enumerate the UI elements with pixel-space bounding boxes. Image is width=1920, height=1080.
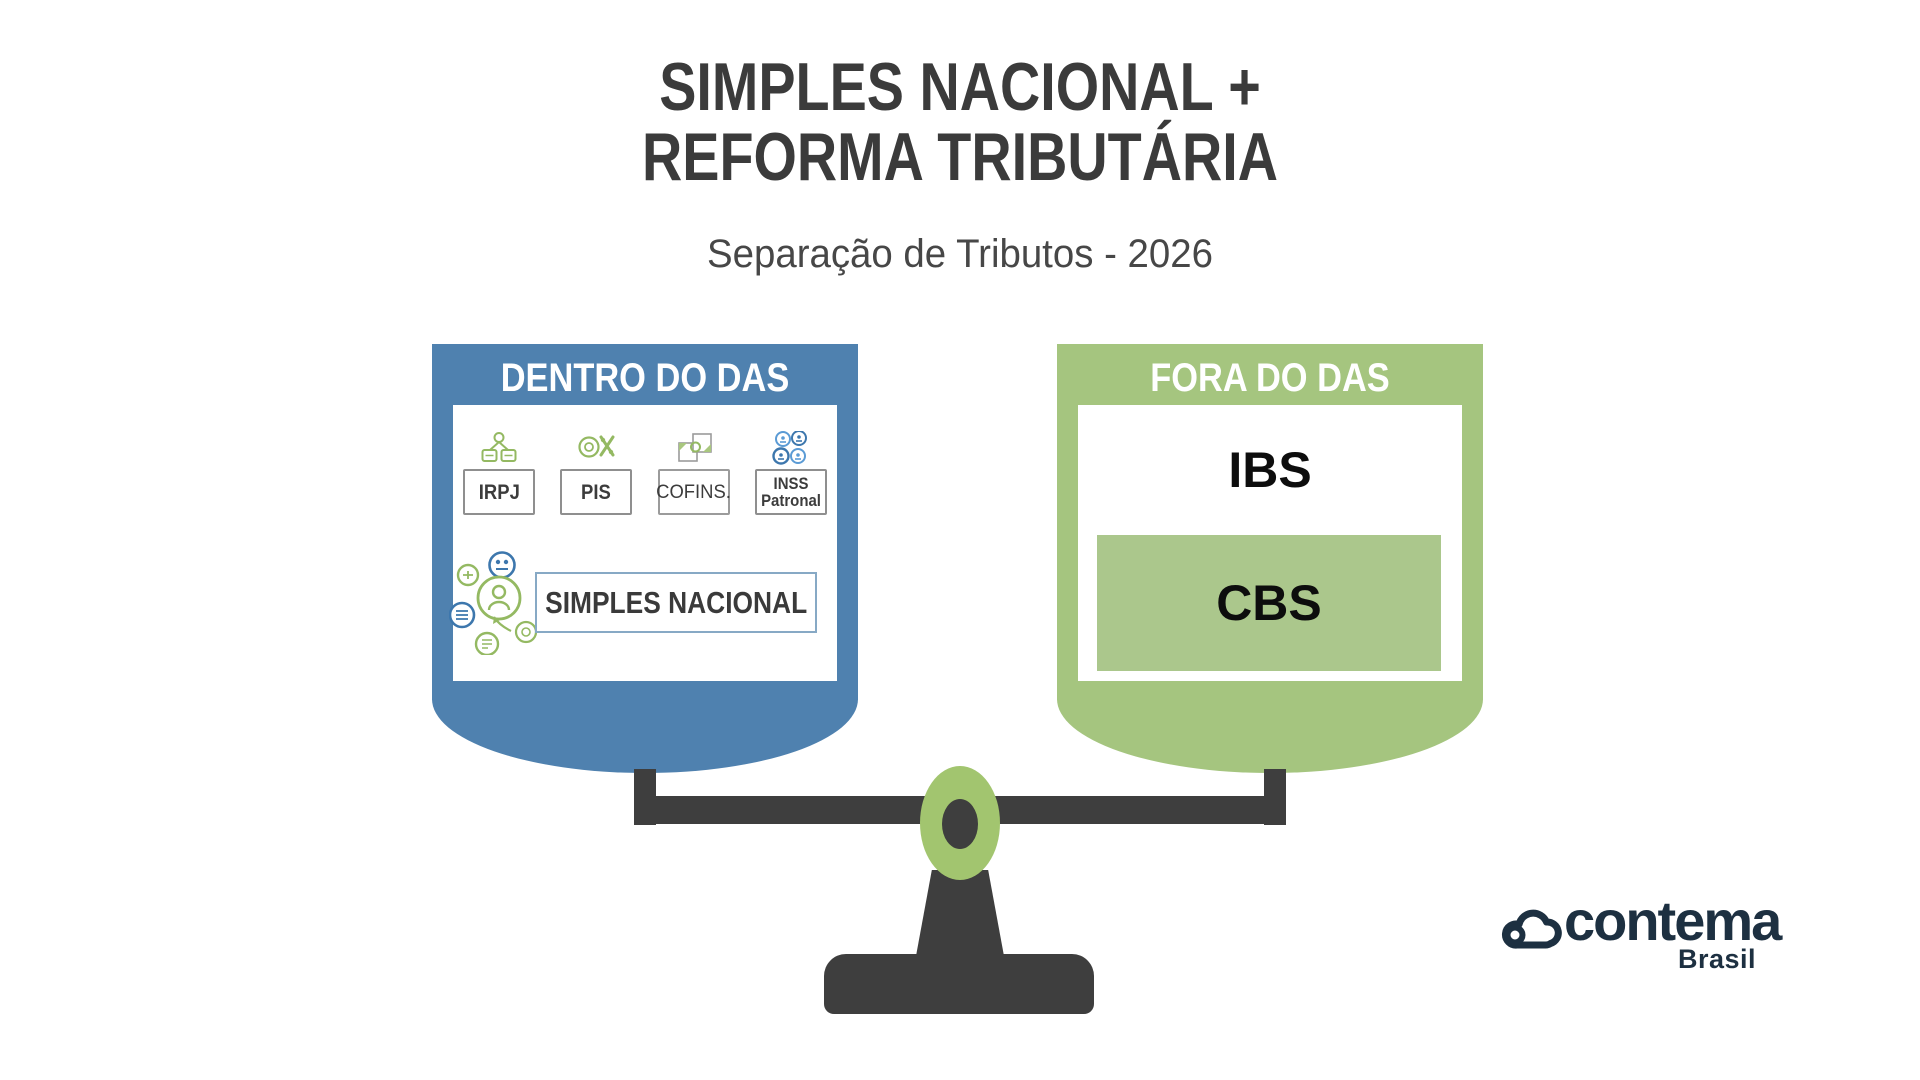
irpj-label: IRPJ xyxy=(478,480,520,504)
simples-nacional-label: SIMPLES NACIONAL xyxy=(544,584,808,620)
dentro-do-das-pan-bowl xyxy=(432,699,858,773)
logo-brand-text: contema xyxy=(1564,889,1782,952)
scale-pivot-hole xyxy=(942,799,978,849)
fora-do-das-pan-bowl xyxy=(1057,699,1483,773)
tax-item-inss: INSS Patronal xyxy=(753,431,829,515)
cofins-label: COFINS. xyxy=(656,481,732,503)
cofins-box: COFINS. xyxy=(656,469,732,515)
dentro-do-das-content: IRPJ PIS xyxy=(449,405,837,681)
tax-row: IRPJ PIS xyxy=(461,431,829,515)
page-title-line1: SIMPLES NACIONAL + xyxy=(659,49,1261,125)
tax-item-cofins: COFINS. xyxy=(656,431,732,515)
tax-item-pis: PIS xyxy=(558,431,634,515)
inss-people-badges-icon xyxy=(772,431,807,465)
scale-base xyxy=(824,954,1094,1014)
pis-label: PIS xyxy=(581,480,612,504)
cloud-icon xyxy=(1502,909,1562,949)
logo-region-text: Brasil xyxy=(1678,944,1757,974)
page-subtitle: Separação de Tributos - 2026 xyxy=(707,232,1213,276)
dentro-do-das-panel: DENTRO DO DAS IRPJ xyxy=(432,344,858,700)
scale-right-hanger xyxy=(1264,769,1286,825)
fora-do-das-panel: FORA DO DAS IBS CBS xyxy=(1057,344,1483,700)
ibs-label: IBS xyxy=(1228,442,1312,498)
pis-coin-percent-icon xyxy=(578,435,615,458)
cofins-documents-icon xyxy=(677,433,712,462)
page-title-line2: REFORMA TRIBUTÁRIA xyxy=(641,119,1279,195)
inss-label: INSS Patronal xyxy=(761,474,821,510)
dentro-do-das-header: DENTRO DO DAS xyxy=(500,356,790,400)
fora-do-das-content: IBS CBS xyxy=(1078,405,1462,681)
irpj-person-cards-icon xyxy=(481,432,517,462)
cofins-overlap-box: PIS xyxy=(560,469,633,515)
scale-stem xyxy=(916,870,1004,956)
fora-do-das-header: FORA DO DAS xyxy=(1150,356,1390,400)
title-block: SIMPLES NACIONAL + REFORMA TRIBUTÁRIA Se… xyxy=(0,52,1920,277)
inss-box: INSS Patronal xyxy=(754,469,827,515)
scale-left-hanger xyxy=(634,769,656,825)
cbs-box: CBS xyxy=(1097,535,1441,671)
simples-nacional-box: SIMPLES NACIONAL xyxy=(535,572,817,633)
contema-logo: contema Brasil xyxy=(1500,889,1830,984)
tax-item-irpj: IRPJ xyxy=(461,431,537,515)
simples-ecosystem-icon xyxy=(449,551,537,655)
irpj-box: IRPJ xyxy=(463,469,535,515)
